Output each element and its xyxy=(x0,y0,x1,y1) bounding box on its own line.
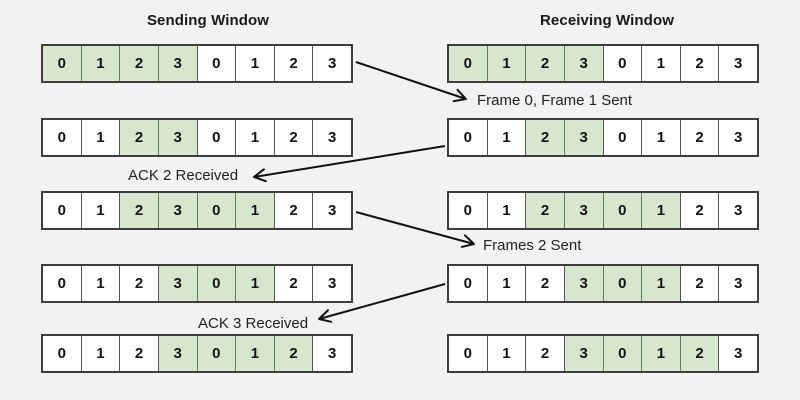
frame-cell-highlighted: 3 xyxy=(563,46,603,81)
frame-cell-highlighted: 2 xyxy=(119,120,158,155)
frame-cell: 1 xyxy=(80,266,120,301)
frame-cell: 0 xyxy=(43,336,81,371)
frame-cell: 0 xyxy=(196,120,236,155)
frame-cell: 3 xyxy=(312,336,351,371)
frame-cell: 0 xyxy=(602,46,642,81)
frame-cell: 1 xyxy=(486,120,526,155)
frame-cell-highlighted: 2 xyxy=(525,120,564,155)
frame-cell: 3 xyxy=(312,193,351,228)
frame-cell: 0 xyxy=(602,120,642,155)
frame-cell: 2 xyxy=(273,46,313,81)
frame-cell: 0 xyxy=(43,193,81,228)
frame-cell-highlighted: 0 xyxy=(602,266,642,301)
frame-cell: 1 xyxy=(80,120,120,155)
frame-cell: 2 xyxy=(525,266,564,301)
frame-cell: 2 xyxy=(679,193,719,228)
frame-cell-highlighted: 3 xyxy=(563,266,603,301)
frame-cell: 0 xyxy=(43,266,81,301)
label-ack2-received: ACK 2 Received xyxy=(128,167,239,184)
frame-cell-highlighted: 2 xyxy=(119,46,158,81)
frame-cell-highlighted: 1 xyxy=(235,266,274,301)
frame-cell: 1 xyxy=(641,120,680,155)
frame-cell: 2 xyxy=(679,120,719,155)
frame-cell: 0 xyxy=(449,336,487,371)
frame-cell: 2 xyxy=(273,266,313,301)
frame-cell-highlighted: 3 xyxy=(563,120,603,155)
frame-cell-highlighted: 3 xyxy=(563,336,603,371)
frame-cell-highlighted: 3 xyxy=(157,336,197,371)
frame-cell: 1 xyxy=(235,120,274,155)
frame-cell: 3 xyxy=(718,120,757,155)
frame-cell: 2 xyxy=(679,46,719,81)
frame-cell-highlighted: 3 xyxy=(157,46,197,81)
frame-cell: 2 xyxy=(119,336,158,371)
frame-cell-highlighted: 3 xyxy=(563,193,603,228)
label-frames2-sent: Frames 2 Sent xyxy=(483,237,582,254)
frame-cell: 0 xyxy=(449,120,487,155)
frame-cell: 2 xyxy=(273,120,313,155)
frame-cell-highlighted: 3 xyxy=(157,120,197,155)
frame-cell-highlighted: 0 xyxy=(196,336,236,371)
frame-cell: 1 xyxy=(486,193,526,228)
frame-cell: 1 xyxy=(80,193,120,228)
frame-cell-highlighted: 1 xyxy=(641,266,680,301)
frame-cell: 3 xyxy=(718,193,757,228)
frame-cell-highlighted: 0 xyxy=(602,193,642,228)
frame-cell-highlighted: 0 xyxy=(43,46,81,81)
frame-cell: 2 xyxy=(679,266,719,301)
frame-cell: 3 xyxy=(312,266,351,301)
frame-cell-highlighted: 0 xyxy=(449,46,487,81)
frame-cell-highlighted: 1 xyxy=(235,336,274,371)
frame-cell-highlighted: 1 xyxy=(641,193,680,228)
frame-cell: 0 xyxy=(43,120,81,155)
frame-cell-highlighted: 2 xyxy=(525,46,564,81)
frame-cell: 3 xyxy=(312,120,351,155)
frame-cell: 3 xyxy=(718,266,757,301)
frame-cell-highlighted: 1 xyxy=(235,193,274,228)
frame-cell: 0 xyxy=(196,46,236,81)
label-frame01-sent: Frame 0, Frame 1 Sent xyxy=(477,92,633,109)
frame-cell: 1 xyxy=(486,266,526,301)
frame-cell: 3 xyxy=(718,336,757,371)
sending-window-title: Sending Window xyxy=(146,12,270,29)
frame-cell: 2 xyxy=(273,193,313,228)
frame-cell: 1 xyxy=(641,46,680,81)
label-ack3-received: ACK 3 Received xyxy=(198,315,309,332)
frame-cell-highlighted: 1 xyxy=(486,46,526,81)
frame-cell-highlighted: 2 xyxy=(119,193,158,228)
frame-cell-highlighted: 0 xyxy=(196,193,236,228)
frame-cell-highlighted: 3 xyxy=(157,266,197,301)
frame-cell-highlighted: 1 xyxy=(80,46,120,81)
frame-cell: 1 xyxy=(235,46,274,81)
frame-cell-highlighted: 3 xyxy=(157,193,197,228)
frame-cell: 0 xyxy=(449,266,487,301)
frame-cell: 0 xyxy=(449,193,487,228)
frame-cell: 1 xyxy=(486,336,526,371)
frame-cell: 3 xyxy=(718,46,757,81)
frame-cell: 3 xyxy=(312,46,351,81)
frame-cell-highlighted: 0 xyxy=(602,336,642,371)
frame-cell: 1 xyxy=(80,336,120,371)
frame-cell-highlighted: 2 xyxy=(679,336,719,371)
frame-cell: 2 xyxy=(525,336,564,371)
frame-cell-highlighted: 0 xyxy=(196,266,236,301)
receiving-window-title: Receiving Window xyxy=(540,12,674,29)
frame-cell: 2 xyxy=(119,266,158,301)
frame-cell-highlighted: 1 xyxy=(641,336,680,371)
frame-cell-highlighted: 2 xyxy=(525,193,564,228)
frame-cell-highlighted: 2 xyxy=(273,336,313,371)
